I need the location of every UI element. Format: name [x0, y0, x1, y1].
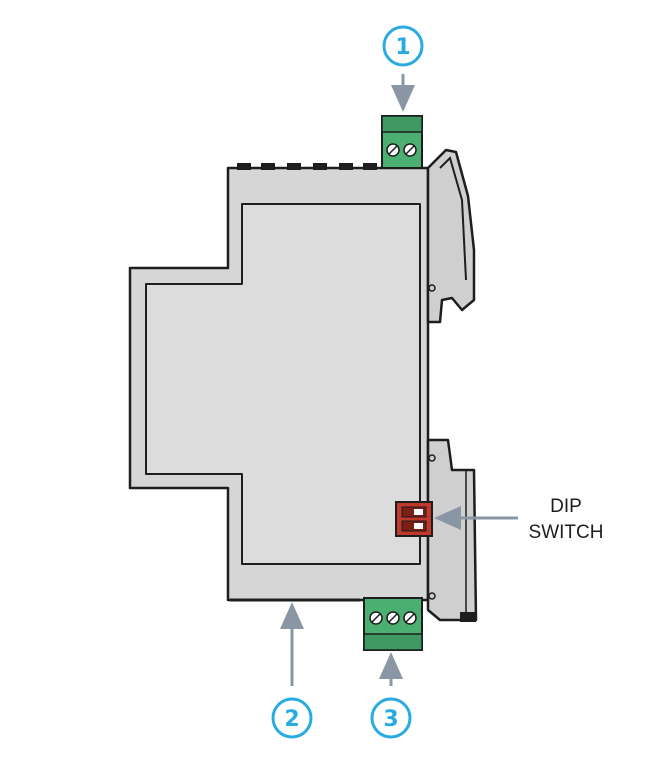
dip-switch-label-line2: SWITCH: [529, 522, 604, 543]
dip-switch-label: DIP SWITCH: [529, 496, 604, 543]
terminal-screw: [369, 611, 383, 625]
callout-3: 3: [370, 697, 412, 739]
terminal-screw: [386, 611, 400, 625]
dip-switch: [395, 501, 433, 537]
din-rail-clip: [426, 148, 478, 622]
callout-3-label: 3: [383, 707, 398, 732]
terminal-screw: [403, 143, 417, 157]
callout-1-label: 1: [395, 35, 410, 60]
callout-1: 1: [382, 25, 424, 67]
terminal-screw: [403, 611, 417, 625]
module-housing: [128, 163, 430, 602]
callout-2-label: 2: [284, 707, 299, 732]
callout-2: 2: [271, 697, 313, 739]
dip-switch-label-line1: DIP: [550, 496, 582, 517]
terminal-screw: [386, 143, 400, 157]
top-terminal-block: [381, 115, 423, 169]
bottom-terminal-block: [363, 597, 423, 651]
